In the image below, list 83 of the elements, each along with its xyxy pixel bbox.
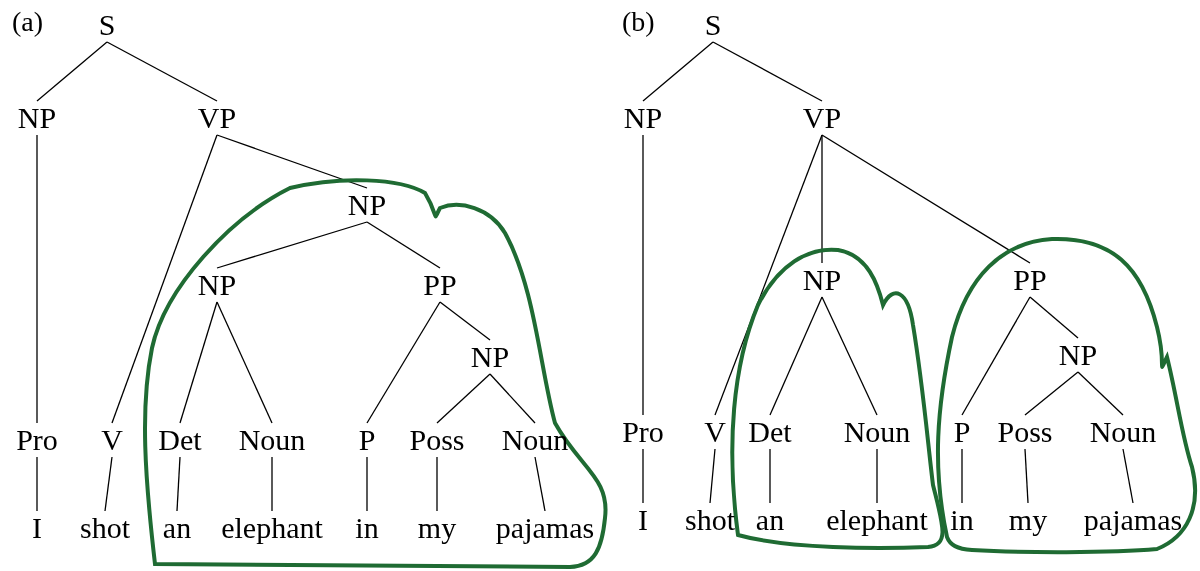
- word-label: elephant: [826, 505, 928, 535]
- word-label: an: [755, 505, 785, 535]
- tree-node-label: NP: [623, 103, 663, 133]
- tree-branch: [436, 456, 438, 512]
- tree-node-label: VP: [802, 103, 842, 133]
- tree-branch: [821, 296, 878, 416]
- tree-branch: [366, 301, 441, 424]
- tree-branch: [821, 134, 823, 264]
- tree-branch: [961, 448, 963, 504]
- tree-node-label: Det: [748, 417, 792, 447]
- tree-node-label: Poss: [997, 417, 1053, 447]
- tree-node-label: S: [98, 10, 116, 40]
- word-label: my: [417, 513, 457, 543]
- tree-node-label: Noun: [1089, 417, 1157, 447]
- tree-branch: [216, 221, 368, 269]
- tree-node-label: VP: [197, 103, 237, 133]
- tree-branch: [1024, 448, 1029, 504]
- tree-branch: [769, 296, 823, 416]
- tree-branch: [769, 448, 771, 504]
- tree-branch: [179, 301, 218, 424]
- tree-branch: [642, 134, 644, 416]
- tree-branch: [216, 301, 273, 424]
- tree-branch: [642, 41, 714, 102]
- tree-branch: [1024, 371, 1079, 416]
- tree-node-label: Pro: [16, 425, 58, 455]
- tree-node-label: Noun: [843, 417, 911, 447]
- tree-node-label: Poss: [409, 425, 465, 455]
- tree-branch: [436, 373, 491, 424]
- tree-node-label: P: [358, 425, 376, 455]
- tree-branch: [439, 301, 491, 341]
- tree-branch: [1122, 448, 1134, 504]
- tree-branch: [709, 448, 716, 504]
- tree-node-label: Noun: [501, 425, 569, 455]
- tree-node-label: PP: [423, 270, 457, 300]
- tree-branch: [216, 134, 368, 189]
- tree-branch: [534, 456, 546, 512]
- tree-branch: [176, 456, 181, 512]
- tree-node-label: V: [101, 425, 123, 455]
- tree-branch: [111, 134, 218, 424]
- tree-node-label: V: [704, 417, 726, 447]
- word-label: I: [638, 505, 648, 535]
- word-label: pajamas: [495, 513, 595, 543]
- tree-node-label: NP: [1058, 340, 1098, 370]
- tree-branch: [712, 41, 823, 102]
- tree-branch: [821, 134, 1031, 264]
- tree-node-label: NP: [470, 342, 510, 372]
- tree-node-label: NP: [347, 190, 387, 220]
- tree-branch: [961, 296, 1031, 416]
- tree-branch: [104, 456, 113, 512]
- tree-node-label: P: [953, 417, 971, 447]
- tree-branch: [366, 456, 368, 512]
- word-label: in: [355, 513, 379, 543]
- tree-node-label: PP: [1013, 265, 1047, 295]
- tree-node-label: NP: [802, 265, 842, 295]
- tree-node-label: Det: [158, 425, 202, 455]
- word-label: elephant: [221, 513, 323, 543]
- panel-label: (b): [622, 8, 655, 36]
- tree-branch: [489, 373, 536, 424]
- word-label: an: [162, 513, 192, 543]
- word-label: in: [950, 505, 974, 535]
- word-label: I: [32, 513, 42, 543]
- word-label: shot: [685, 505, 735, 535]
- tree-node-label: Pro: [622, 417, 664, 447]
- tree-branch: [714, 134, 823, 416]
- tree-branch: [876, 448, 878, 504]
- hand-drawn-outline: [140, 178, 610, 568]
- panel-label: (a): [12, 8, 44, 36]
- tree-branch: [366, 221, 441, 269]
- tree-branch: [36, 41, 108, 102]
- word-label: pajamas: [1083, 505, 1183, 535]
- tree-branch: [36, 134, 38, 424]
- tree-node-label: NP: [197, 270, 237, 300]
- tree-branch: [271, 456, 273, 512]
- tree-node-label: NP: [17, 103, 57, 133]
- tree-node-label: S: [704, 10, 722, 40]
- tree-node-label: Noun: [238, 425, 306, 455]
- tree-branch: [1029, 296, 1079, 339]
- word-label: my: [1008, 505, 1048, 535]
- word-label: shot: [80, 513, 130, 543]
- tree-branch: [1077, 371, 1124, 416]
- tree-branch: [642, 448, 644, 504]
- tree-branch: [106, 41, 218, 102]
- tree-branch: [36, 456, 38, 512]
